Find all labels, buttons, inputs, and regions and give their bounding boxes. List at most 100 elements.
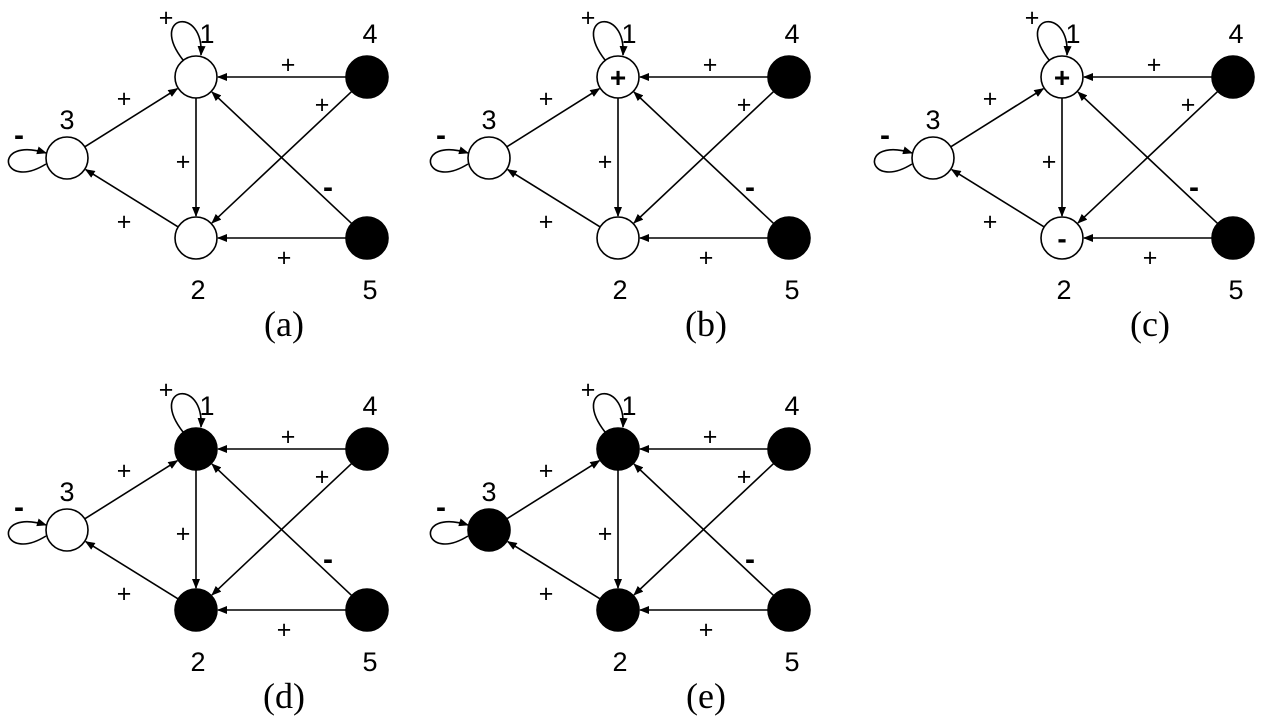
edge-1-to-1: [170, 20, 206, 61]
edge-sign-4-to-2: +: [315, 91, 330, 119]
edge-3-to-1: [950, 88, 1045, 148]
edge-sign-4-to-1: +: [703, 51, 718, 79]
edge-3-to-3: [7, 146, 47, 173]
node-2: [174, 216, 218, 260]
edge-sign-5-to-1: -: [745, 543, 755, 576]
edge-sign-2-to-3: +: [117, 580, 132, 608]
edge-sign-5-to-2: +: [1143, 244, 1158, 272]
edge-sign-5-to-1: -: [323, 171, 333, 204]
edge-sign-4-to-2: +: [1181, 91, 1196, 119]
edge-2-to-3: [84, 540, 179, 600]
edge-1-to-1: [1036, 20, 1072, 61]
node-label-2: 2: [190, 647, 205, 677]
edge-sign-4-to-2: +: [737, 463, 752, 491]
edge-sign-2-to-3: +: [539, 580, 554, 608]
node-label-2: 2: [1056, 275, 1071, 305]
edge-sign-4-to-2: +: [737, 91, 752, 119]
edge-sign-3-to-1: +: [983, 85, 998, 113]
node-3: [467, 508, 511, 552]
edge-sign-4-to-1: +: [281, 423, 296, 451]
edge-sign-5-to-2: +: [699, 244, 714, 272]
node-label-5: 5: [1228, 275, 1243, 305]
node-1: [596, 55, 640, 99]
node-5: [767, 588, 811, 632]
edge-1-to-1: [592, 392, 628, 433]
edge-sign-1-to-2: +: [598, 520, 613, 548]
node-label-4: 4: [784, 19, 799, 49]
node-4: [345, 55, 389, 99]
panel-caption: (c): [1130, 304, 1170, 344]
edge-sign-5-to-2: +: [277, 244, 292, 272]
node-5: [345, 588, 389, 632]
edge-3-to-1: [506, 88, 601, 148]
node-4: [345, 427, 389, 471]
node-label-2: 2: [612, 647, 627, 677]
edge-sign-1-to-1: +: [159, 376, 174, 404]
edge-2-to-3: [84, 168, 179, 228]
edge-sign-1-to-2: +: [598, 148, 613, 176]
node-label-4: 4: [362, 19, 377, 49]
edge-sign-3-to-1: +: [117, 457, 132, 485]
node-label-2: 2: [190, 275, 205, 305]
panel-caption: (b): [685, 304, 727, 344]
node-label-3: 3: [925, 105, 940, 135]
node-label-5: 5: [784, 275, 799, 305]
node-3: [911, 136, 955, 180]
edge-sign-4-to-1: +: [1147, 51, 1162, 79]
edge-sign-3-to-3: -: [436, 491, 446, 524]
edge-sign-5-to-2: +: [699, 616, 714, 644]
edge-sign-4-to-2: +: [315, 463, 330, 491]
panel-caption: (d): [263, 676, 305, 716]
edge-2-to-3: [506, 168, 601, 228]
edge-sign-2-to-3: +: [983, 208, 998, 236]
node-1: [1040, 55, 1084, 99]
node-label-4: 4: [784, 391, 799, 421]
node-3: [45, 508, 89, 552]
edge-sign-3-to-3: -: [436, 119, 446, 152]
edge-sign-3-to-1: +: [117, 85, 132, 113]
node-2: [174, 588, 218, 632]
edge-1-to-1: [592, 20, 628, 61]
node-4: [1211, 55, 1255, 99]
edge-sign-3-to-3: -: [14, 119, 24, 152]
node-label-4: 4: [362, 391, 377, 421]
edge-4-to-2: [211, 462, 353, 596]
edge-1-to-1: [170, 392, 206, 433]
edge-3-to-3: [873, 146, 913, 173]
node-2-mark: -: [1057, 223, 1066, 254]
node-label-1: 1: [1065, 19, 1080, 49]
edge-sign-2-to-3: +: [117, 208, 132, 236]
node-2: [596, 588, 640, 632]
edge-sign-1-to-1: +: [1025, 4, 1040, 32]
node-5: [1211, 216, 1255, 260]
edge-sign-3-to-1: +: [539, 85, 554, 113]
edge-sign-3-to-3: -: [14, 491, 24, 524]
node-label-3: 3: [59, 105, 74, 135]
edge-sign-1-to-1: +: [581, 4, 596, 32]
edge-sign-3-to-1: +: [539, 457, 554, 485]
node-1: [174, 427, 218, 471]
edge-2-to-3: [950, 168, 1045, 228]
node-label-2: 2: [612, 275, 627, 305]
node-5: [345, 216, 389, 260]
node-label-4: 4: [1228, 19, 1243, 49]
edge-sign-1-to-2: +: [176, 148, 191, 176]
panel-caption: (a): [264, 304, 304, 344]
node-5: [767, 216, 811, 260]
panel-caption: (e): [686, 676, 726, 716]
node-4: [767, 55, 811, 99]
edge-4-to-2: [633, 90, 775, 224]
edge-4-to-2: [211, 90, 353, 224]
node-label-3: 3: [59, 477, 74, 507]
edge-3-to-1: [506, 460, 601, 520]
node-1-mark: +: [1054, 62, 1070, 93]
edge-3-to-1: [84, 88, 179, 148]
edge-sign-1-to-1: +: [159, 4, 174, 32]
node-label-1: 1: [199, 19, 214, 49]
node-label-5: 5: [362, 275, 377, 305]
